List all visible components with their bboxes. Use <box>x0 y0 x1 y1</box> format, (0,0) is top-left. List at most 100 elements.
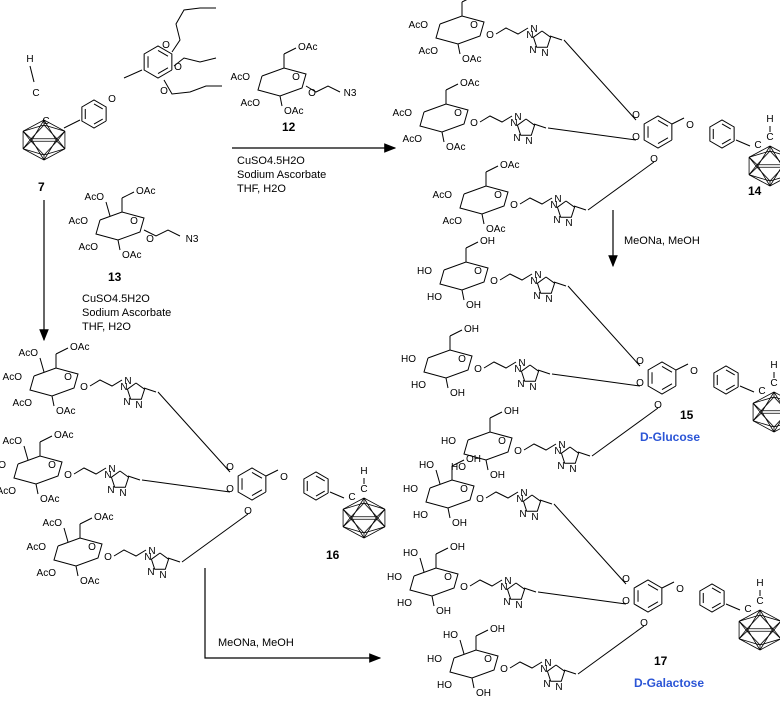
linker-to-core <box>181 513 249 563</box>
ring-oxygen-label: O <box>460 484 468 495</box>
carbon-label: C <box>770 378 777 389</box>
bond <box>725 603 741 611</box>
cage-edge <box>746 614 761 629</box>
cage-edge <box>363 516 378 539</box>
carbon-label: C <box>754 140 761 151</box>
compound-15-label: 15 <box>680 408 694 422</box>
linker-to-core <box>587 161 655 211</box>
bond <box>549 35 563 41</box>
conditions-right: MeONa, MeOH <box>624 235 700 247</box>
nitrogen-label: N <box>565 218 572 229</box>
substituent-label: OH <box>504 406 519 417</box>
aromatic-bond <box>725 369 735 376</box>
bond <box>127 475 141 481</box>
cage-edge <box>773 421 780 433</box>
nitrogen-label: N <box>569 464 576 475</box>
linker-to-core <box>547 127 637 141</box>
bond <box>461 289 465 301</box>
substituent-label: OAc <box>460 78 479 89</box>
substituent-label: HO <box>403 548 418 559</box>
ether-oxygen-label: O <box>636 356 644 367</box>
cage-edge <box>746 631 761 646</box>
condition-reductant: Sodium Ascorbate <box>237 169 327 181</box>
linker-chain <box>495 27 529 35</box>
substituent-label: AcO <box>403 134 423 145</box>
bond <box>577 451 591 457</box>
linker-to-core <box>537 591 627 605</box>
glycosidic-oxygen-label: O <box>486 30 494 41</box>
triazole-ring <box>546 664 566 682</box>
propargyl-arm <box>171 7 216 53</box>
triazole-n1-label: N <box>530 24 537 35</box>
glycosidic-oxygen-label: O <box>476 494 484 505</box>
cage-edge <box>30 141 45 156</box>
linker-to-core <box>551 373 641 387</box>
cage-edge <box>759 628 774 651</box>
phenyl-ring <box>709 119 735 149</box>
aromatic-bond <box>647 584 659 591</box>
cage-edge <box>363 526 386 534</box>
ring-oxygen-label: O <box>64 372 72 383</box>
cage-edge <box>769 177 780 182</box>
cage-edge <box>342 526 365 539</box>
linker-to-core <box>141 479 231 493</box>
cage-edge <box>773 420 780 428</box>
nitrogen-label: N <box>500 582 507 593</box>
azido-linker <box>143 229 181 237</box>
linker-chain <box>113 549 147 557</box>
condition-reductant: Sodium Ascorbate <box>82 307 172 319</box>
cage-edge <box>759 614 774 629</box>
carbon-label: C <box>758 386 765 397</box>
substituent-label: AcO <box>393 108 413 119</box>
cage-edge <box>748 145 771 158</box>
bond <box>143 387 157 393</box>
bond <box>445 377 449 389</box>
nitrogen-label: N <box>119 488 126 499</box>
nitrogen-label: N <box>540 664 547 675</box>
substituent-label: OAc <box>80 576 99 587</box>
bond <box>553 281 567 287</box>
cage-edge <box>769 150 780 163</box>
nitrogen-label: N <box>159 570 166 581</box>
substituent-label: HO <box>411 380 426 391</box>
carbon-label: C <box>348 492 355 503</box>
substituent-label: OAc <box>70 342 89 353</box>
compound-14-structure: OAcOAcOOAcOAcONNNNOAcOAcOOAcOAcONNNNOAcO… <box>393 0 780 235</box>
cage-edge <box>738 614 761 622</box>
carborane-cage <box>22 119 66 161</box>
cage-edge <box>756 150 771 165</box>
cage-edge <box>56 130 66 142</box>
central-benzene <box>237 467 267 501</box>
conditions-top: CuSO4.5H2O Sodium Ascorbate THF, H2O <box>237 154 326 196</box>
triazole-n1-label: N <box>108 464 115 475</box>
condition-catalyst: CuSO4.5H2O <box>237 155 305 167</box>
cage-edge <box>773 391 780 396</box>
cage-edge <box>376 508 386 520</box>
nitrogen-label: N <box>514 364 521 375</box>
nitrogen-label: N <box>517 379 524 390</box>
linker-chain <box>485 491 519 499</box>
bond <box>671 117 685 125</box>
cage-edge <box>342 518 352 528</box>
substituent-label: AcO <box>0 460 6 471</box>
ether-oxygen-label: O <box>226 484 234 495</box>
ring-oxygen-label: O <box>458 354 466 365</box>
hydrogen-label: H <box>756 578 763 589</box>
linker-to-core <box>591 407 659 457</box>
ring-oxygen-label: O <box>470 20 478 31</box>
ring-oxygen-label: O <box>130 216 138 227</box>
aromatic-bond <box>661 383 673 390</box>
substituent-label: AcO <box>79 242 99 253</box>
ring-oxygen-label: O <box>292 72 300 83</box>
bond <box>533 123 547 129</box>
bond <box>117 239 121 251</box>
aromatic-bond <box>647 601 659 608</box>
bond <box>461 0 468 3</box>
nitrogen-label: N <box>525 136 532 147</box>
nitrogen-label: N <box>530 276 537 287</box>
compound-7-structure: OOOOCHC <box>22 7 222 161</box>
ether-oxygen-label: O <box>632 132 640 143</box>
bond <box>431 595 435 607</box>
compound-7-label: 7 <box>38 180 45 194</box>
